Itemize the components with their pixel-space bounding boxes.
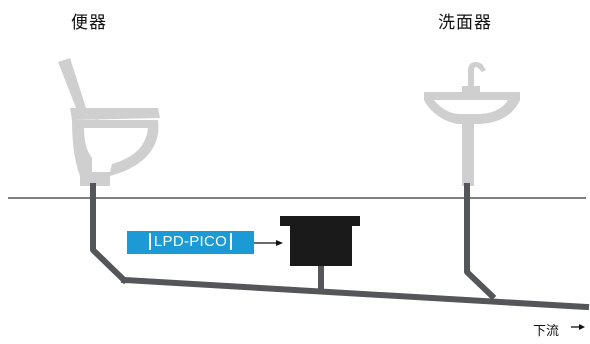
washbasin-icon: [424, 62, 520, 186]
toilet-icon: [58, 58, 160, 186]
sink-label: 洗面器: [438, 13, 492, 33]
toilet-label: 便器: [71, 13, 107, 33]
model-label: LPD-PICO: [148, 233, 233, 250]
sink-drain-pipe: [464, 183, 497, 301]
downstream-label: 下流: [533, 324, 560, 339]
toilet-drain-pipe: [90, 183, 129, 285]
lpd-pico-device: [280, 216, 360, 266]
main-drain-pipe: [120, 276, 590, 311]
pointer-arrow: [254, 240, 283, 246]
model-badge: LPD-PICO: [127, 231, 254, 254]
arrow-right-icon: [571, 324, 585, 330]
drain-pipes: [90, 183, 590, 311]
